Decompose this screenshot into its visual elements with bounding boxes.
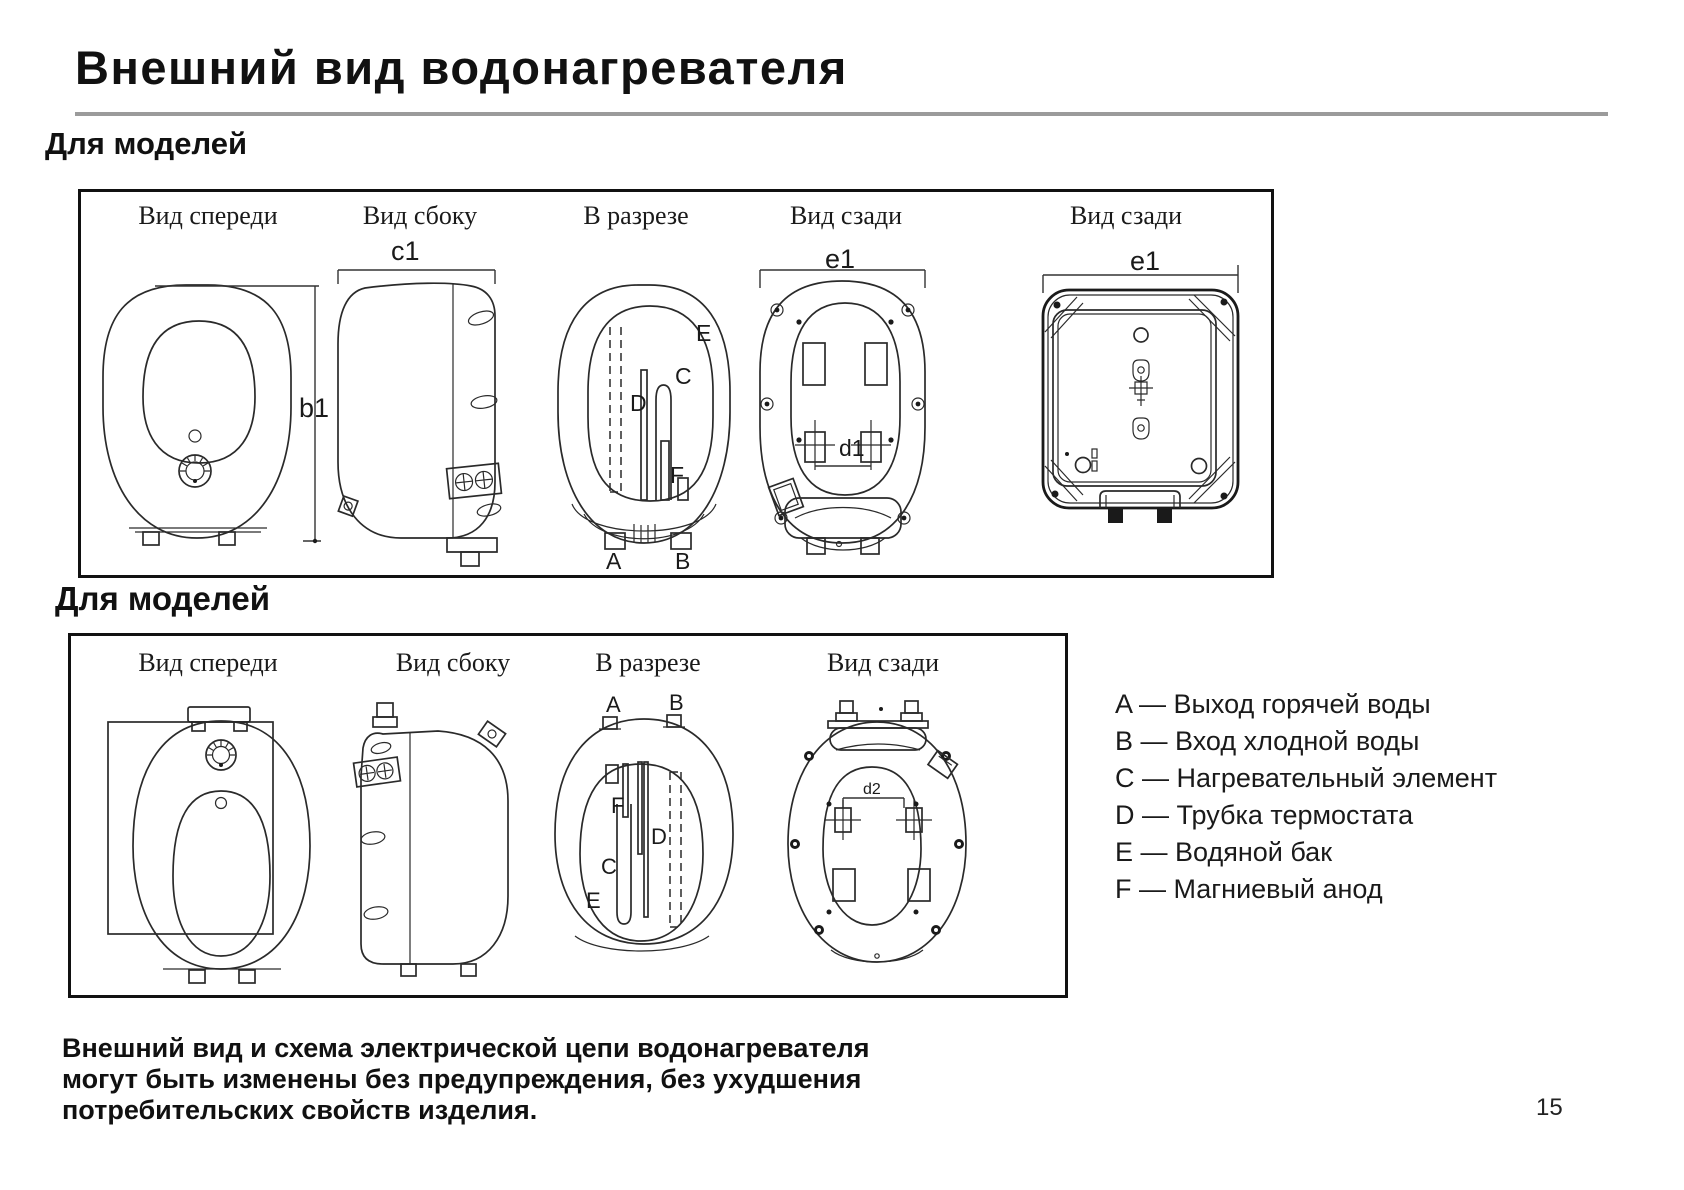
view-label-section-2: В разрезе [595,648,701,677]
section-view-drawing-1: E C D F A B [557,284,731,574]
view-label-side-2: Вид сбоку [395,648,511,677]
parts-legend: A — Выход горячей воды B — Вход хлодной … [1115,689,1497,911]
footer-note: Внешний вид и схема электрической цепи в… [62,1033,870,1126]
rear-view-drawing-1: e1 d1 [759,244,926,555]
front-view-drawing-2 [107,706,311,984]
section1-heading: Для моделей [45,126,248,161]
view-label-side-1: Вид сбоку [362,201,478,230]
footer-note-line-1: Внешний вид и схема электрической цепи в… [62,1033,870,1063]
section2-heading: Для моделей [55,580,271,617]
view-label-rear-1: Вид сзади [789,201,903,230]
legend-item-a: A — Выход горячей воды [1115,689,1431,719]
legend-item-b: B — Вход хлодной воды [1115,726,1420,756]
svg-text:D: D [651,824,667,849]
view-label-rear-2: Вид сзади [826,648,940,677]
rear-flat-view-drawing: e1 [1041,246,1240,523]
svg-text:c1: c1 [391,236,420,266]
diagram-box-2: Вид спереди Вид сбоку В разрезе Вид сзад… [68,633,1068,998]
mounting-screws [760,303,925,525]
svg-text:A: A [606,548,622,574]
legend-item-f: F — Магниевый анод [1115,874,1383,904]
mounting-screws-2 [790,751,964,935]
footer-note-line-2: могут быть изменены без предупреждения, … [62,1064,862,1094]
keyhole-mounts [795,420,891,470]
front-view-drawing-1: b1 [102,284,329,546]
page-title: Внешний вид водонагревателя [75,41,848,94]
svg-text:F: F [670,462,684,488]
title-divider [75,112,1608,116]
svg-text:d2: d2 [863,781,881,798]
diagram-box-1: Вид спереди Вид сбоку В разрезе Вид сзад… [78,189,1274,578]
svg-text:B: B [675,548,690,574]
svg-text:E: E [586,888,601,913]
legend-item-e: E — Водяной бак [1115,837,1333,867]
page-number: 15 [1536,1094,1563,1121]
legend-item-d: D — Трубка термостата [1115,800,1414,830]
rear-view-drawing-2: d2 [787,700,967,963]
side-view-drawing-1: c1 [337,236,503,567]
side-view-drawing-2 [352,702,509,977]
legend-item-c: C — Нагревательный элемент [1115,763,1498,793]
svg-text:E: E [696,320,711,346]
view-label-section-1: В разрезе [583,201,689,230]
svg-text:d1: d1 [839,435,865,461]
svg-text:B: B [669,690,684,715]
svg-text:A: A [606,692,621,717]
svg-text:F: F [611,793,624,818]
footer-note-line-3: потребительских свойств изделия. [62,1095,538,1125]
svg-text:e1: e1 [825,244,855,274]
section-view-drawing-2: A B F D C E [554,690,734,952]
view-label-rear-flat: Вид сзади [1069,201,1183,230]
svg-text:C: C [675,363,692,389]
view-label-front-1: Вид спереди [138,201,278,230]
view-label-front-2: Вид спереди [138,648,278,677]
keyhole-mounts-2 [825,800,932,840]
svg-text:D: D [630,390,647,416]
svg-text:e1: e1 [1130,246,1160,276]
svg-text:C: C [601,854,617,879]
svg-text:b1: b1 [299,393,329,423]
